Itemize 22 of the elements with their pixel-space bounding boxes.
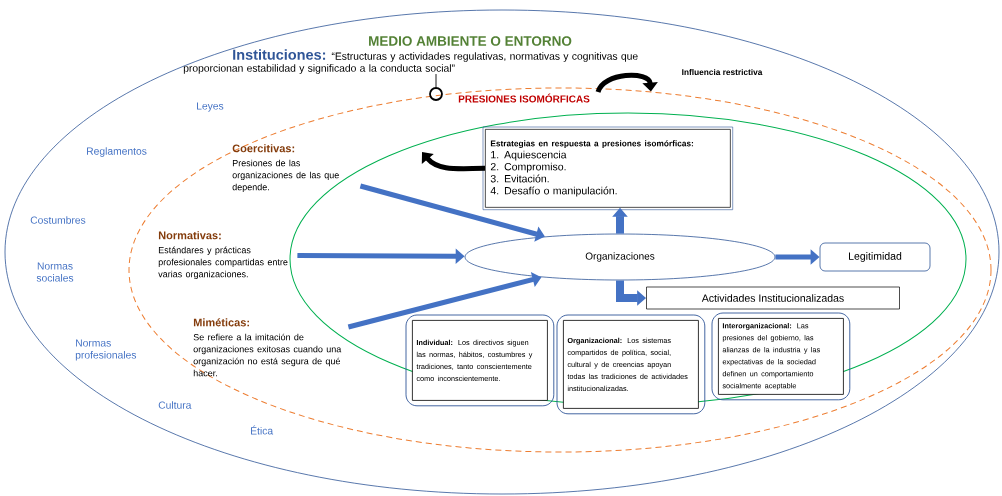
curved-arrow xyxy=(421,152,486,172)
edge-label: Influencia restrictiva xyxy=(680,67,764,77)
result-box: Legitimidad xyxy=(819,242,931,272)
activity-box: Actividades Institucionalizadas xyxy=(646,286,900,310)
term-label: Leyes xyxy=(197,102,224,112)
leader-line xyxy=(435,73,437,88)
ring-marker xyxy=(429,87,443,101)
definition-text: Instituciones: “Estructuras y actividades regulativas, normativas y cognitivas que proporcionan estabilidad y significado a la conducta social” xyxy=(183,49,638,74)
term-label: Normas sociales xyxy=(36,262,74,282)
strategy-box: Estrategias en respuesta a presiones isomórficas: 1. Aquiescencia 2. Compromiso. 3. Evitación. 4. Desafío o manipulación. xyxy=(482,126,733,210)
term-label: Cultura xyxy=(158,401,192,409)
pressure-text: Normativas: Estándares y prácticas profesionales compartidas entre varias organizaciones. xyxy=(158,231,288,280)
title: MEDIO AMBIENTE O ENTORNO xyxy=(369,36,572,46)
outer-ellipse xyxy=(4,9,1000,495)
term-label: Reglamentos xyxy=(87,147,147,157)
term-label: Costumbres xyxy=(30,216,86,224)
pressure-text: Miméticas: Se refiere a la imitación de organizaciones exitosas cuando una organización no está segura de qué hacer. xyxy=(193,318,342,377)
pressure-text: Coercitivas: Presiones de las organizaciones de las que depende. xyxy=(232,144,339,193)
term-label: Ética xyxy=(251,425,274,435)
heading: PRESIONES ISOMÓRFICAS xyxy=(458,93,590,103)
curved-arrow xyxy=(595,72,658,94)
term-label: Normas profesionales xyxy=(75,339,137,361)
